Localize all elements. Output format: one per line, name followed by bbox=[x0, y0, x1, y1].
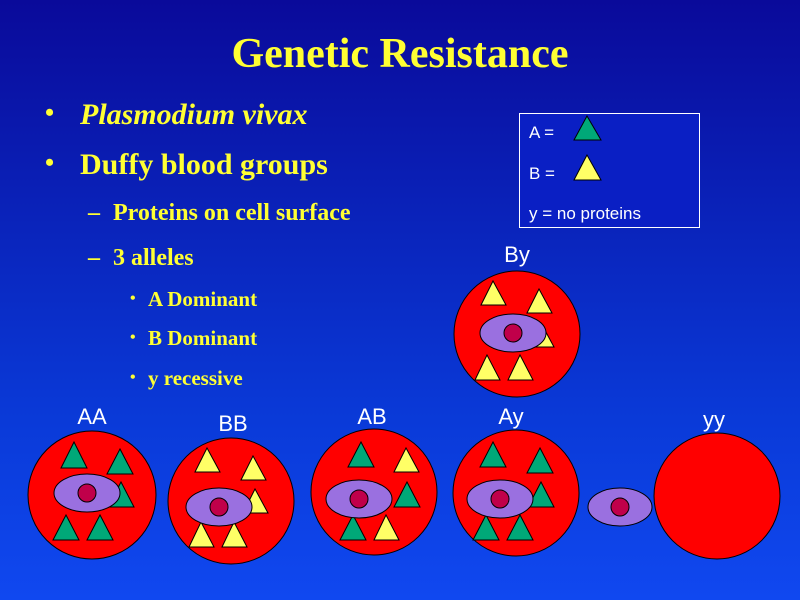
bullet-duffy-text: Duffy blood groups bbox=[80, 148, 328, 181]
a-triangle-icon bbox=[347, 440, 375, 468]
nucleus-icon bbox=[77, 483, 97, 503]
nucleus-icon bbox=[349, 489, 369, 509]
b-triangle-icon bbox=[507, 353, 534, 381]
cell-yy bbox=[653, 432, 781, 560]
label-AA: AA bbox=[77, 404, 107, 429]
subbullet-proteins-text: Proteins on cell surface bbox=[113, 200, 351, 226]
subbullet-alleles-text: 3 alleles bbox=[113, 245, 194, 271]
nucleus-icon bbox=[503, 323, 523, 343]
a-triangle-icon bbox=[60, 440, 88, 469]
a-triangle-icon bbox=[106, 447, 134, 475]
legend-swatches bbox=[573, 114, 602, 181]
allele-b-dominant-text: B Dominant bbox=[148, 326, 258, 350]
cell-AA bbox=[27, 430, 157, 560]
b-triangle-icon bbox=[188, 520, 215, 548]
b-triangle-icon bbox=[393, 446, 420, 473]
cell-Ay bbox=[452, 429, 580, 557]
a-triangle-icon bbox=[526, 446, 554, 474]
allele-legend: A = B = y = no proteins bbox=[519, 113, 700, 228]
allele-y-recessive-text: y recessive bbox=[148, 366, 243, 390]
bullet-plasmodium-text: Plasmodium vivax bbox=[80, 98, 308, 131]
legend-a-triangle-icon bbox=[573, 114, 602, 141]
legend-b-label: B = bbox=[529, 164, 555, 183]
slide-title: Genetic Resistance bbox=[231, 31, 569, 77]
a-triangle-icon bbox=[472, 513, 500, 541]
a-triangle-icon bbox=[527, 480, 555, 508]
b-triangle-icon bbox=[194, 446, 221, 473]
free-parasite bbox=[587, 487, 653, 527]
allele-a-dominant-text: A Dominant bbox=[148, 287, 258, 311]
label-yy: yy bbox=[703, 407, 725, 432]
cell-AB bbox=[310, 428, 438, 556]
a-triangle-icon bbox=[393, 480, 421, 508]
cell-BB bbox=[167, 437, 295, 565]
b-triangle-icon bbox=[526, 287, 553, 314]
b-triangle-icon bbox=[373, 513, 400, 541]
a-triangle-icon bbox=[506, 513, 534, 541]
a-triangle-icon bbox=[479, 440, 507, 468]
nucleus-icon bbox=[610, 497, 630, 517]
b-triangle-icon bbox=[221, 520, 248, 548]
label-Ay: Ay bbox=[498, 404, 524, 429]
a-triangle-icon bbox=[86, 513, 114, 541]
label-BB: BB bbox=[218, 411, 248, 436]
label-AB: AB bbox=[357, 404, 387, 429]
cell-By bbox=[453, 270, 581, 398]
a-triangle-icon bbox=[52, 513, 80, 541]
b-triangle-icon bbox=[240, 454, 267, 481]
nucleus-icon bbox=[209, 497, 229, 517]
b-triangle-icon bbox=[474, 353, 501, 381]
nucleus-icon bbox=[490, 489, 510, 509]
label-By: By bbox=[504, 242, 530, 267]
b-triangle-icon bbox=[480, 279, 507, 306]
legend-b-triangle-icon bbox=[573, 153, 602, 181]
legend-a-label: A = bbox=[529, 123, 555, 142]
a-triangle-icon bbox=[339, 513, 367, 541]
legend-y-label: y = no proteins bbox=[529, 204, 641, 223]
